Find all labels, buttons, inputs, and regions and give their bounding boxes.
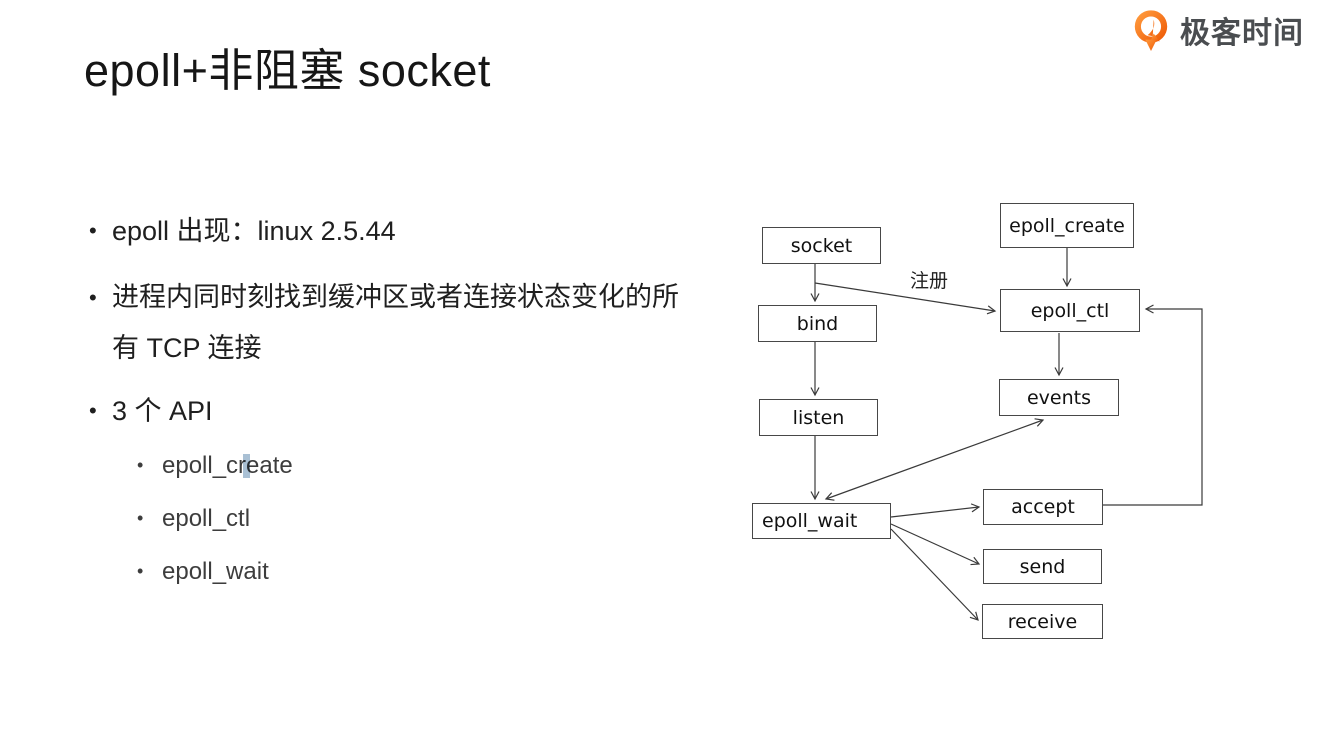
bullet-dot: • (89, 398, 97, 423)
diagram-node-epoll-create: epoll_create (1000, 203, 1134, 248)
diagram-node-send: send (983, 549, 1102, 584)
bullet-process-description: • 进程内同时刻找到缓冲区或者连接状态变化的所有 TCP 连接 (89, 272, 690, 374)
bullet-dot: • (89, 285, 97, 310)
diagram-node-listen: listen (759, 399, 878, 436)
bullet-dot: • (137, 455, 144, 475)
page-title: epoll+非阻塞 socket (84, 45, 491, 96)
bullet-epoll-version: • epoll 出现：linux 2.5.44 (89, 216, 396, 246)
diagram-node-receive: receive (982, 604, 1103, 639)
api-sub-list: • epoll_create • epoll_ctl • epoll_wait (137, 439, 293, 598)
text-ibeam-cursor (243, 454, 250, 478)
diagram-node-epoll-wait: epoll_wait (752, 503, 891, 539)
diagram-node-events: events (999, 379, 1119, 416)
bullet-dot: • (89, 218, 97, 243)
diagram-node-bind: bind (758, 305, 877, 342)
bullet-dot: • (137, 561, 144, 581)
sub-bullet-epoll-ctl: • epoll_ctl (137, 492, 293, 545)
geektime-logo: 极客时间 (1130, 8, 1304, 52)
geektime-logo-text: 极客时间 (1180, 17, 1304, 50)
geektime-logo-icon (1130, 8, 1172, 52)
sub-bullet-epoll-create: • epoll_create (137, 439, 293, 492)
bullet-dot: • (137, 508, 144, 528)
bullet-three-apis: • 3 个 API (89, 396, 213, 426)
diagram-node-epoll-ctl: epoll_ctl (1000, 289, 1140, 332)
sub-bullet-epoll-wait: • epoll_wait (137, 545, 293, 598)
diagram-node-socket: socket (762, 227, 881, 264)
diagram-node-accept: accept (983, 489, 1103, 525)
edge-label-register: 注册 (910, 270, 949, 292)
